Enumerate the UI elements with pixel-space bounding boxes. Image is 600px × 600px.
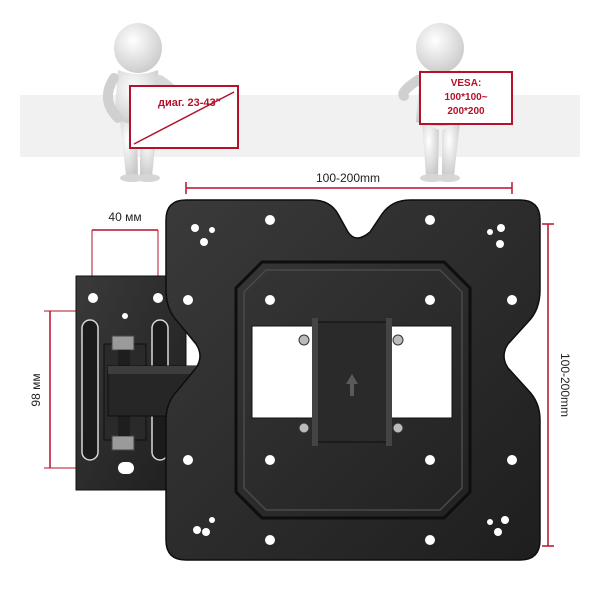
right-sign-line1: VESA: bbox=[451, 78, 482, 89]
wall-spacing-label: 40 мм bbox=[108, 210, 141, 224]
right-height-dimension: 100-200mm bbox=[542, 223, 572, 547]
left-sign-board: диаг. 23-43" bbox=[129, 85, 239, 149]
vesa-plate bbox=[165, 199, 541, 561]
right-height-label: 100-200mm bbox=[558, 353, 572, 417]
top-width-dimension: 100-200mm bbox=[185, 171, 513, 194]
right-sign-board: VESA: 100*100~ 200*200 bbox=[419, 71, 513, 125]
wall-height-label: 98 мм bbox=[29, 373, 43, 406]
right-sign-line2: 100*100~ bbox=[444, 92, 487, 103]
left-sign-text: диаг. 23-43" bbox=[158, 97, 221, 109]
top-width-label: 100-200mm bbox=[316, 171, 380, 185]
right-sign-line3: 200*200 bbox=[447, 106, 485, 117]
